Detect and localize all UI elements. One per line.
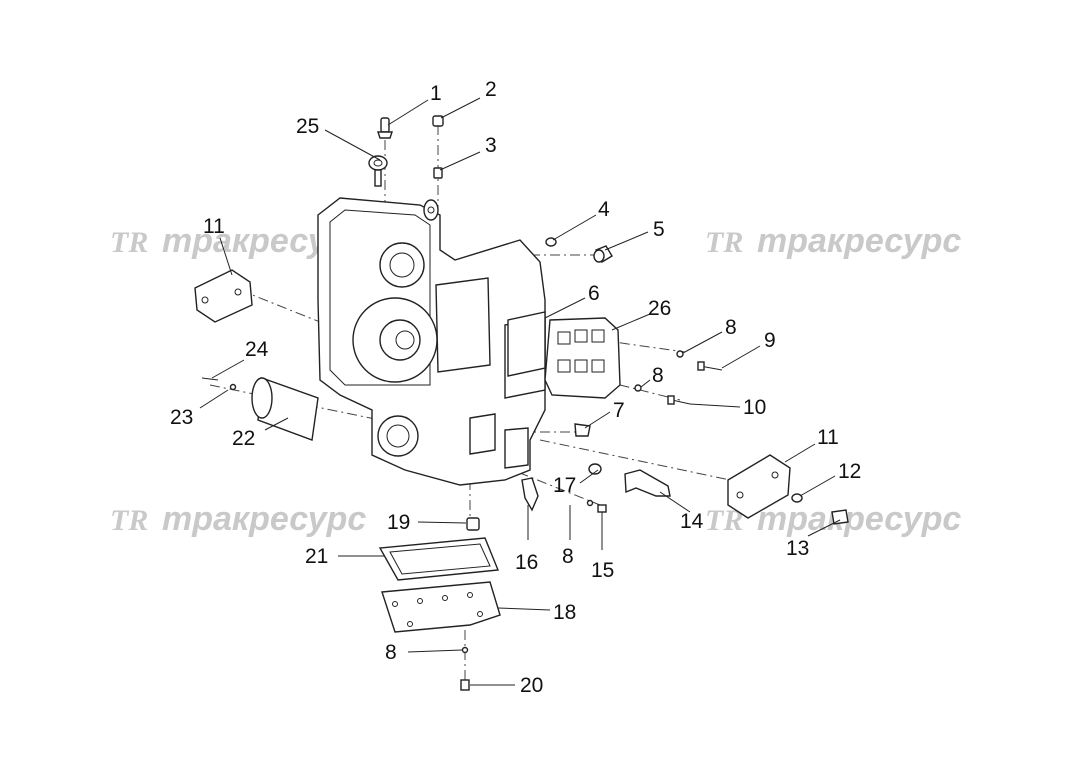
callout-16: 16 [515, 551, 538, 574]
part-6-gasket [507, 311, 546, 377]
part-1-breather [377, 117, 393, 139]
watermark-logo: TR [110, 504, 148, 537]
part-21-gasket [378, 537, 500, 581]
watermark-logo: TR [110, 226, 148, 259]
part-23-washer [229, 383, 237, 391]
part-19-plug [466, 517, 480, 531]
callout-7: 7 [613, 399, 625, 422]
part-24-screw [201, 377, 219, 381]
callout-15: 15 [591, 559, 614, 582]
callout-11: 11 [203, 215, 225, 238]
watermark-text: тракресурс [162, 500, 366, 538]
watermark-text: тракресурс [757, 222, 961, 260]
watermark-bottom-left: TR тракресурс [110, 500, 366, 538]
callout-12: 12 [838, 460, 861, 483]
part-14-hose [624, 469, 671, 497]
part-13-bolt [831, 509, 849, 525]
callout-22: 22 [232, 427, 255, 450]
callout-14: 14 [680, 510, 704, 533]
part-17-o-ring [588, 463, 602, 475]
callout-6: 6 [588, 282, 600, 305]
callout-4: 4 [598, 198, 610, 221]
callout-8: 8 [385, 641, 397, 664]
callout-1: 1 [430, 82, 442, 105]
callout-26: 26 [648, 297, 671, 320]
part-20-bolt [460, 679, 470, 691]
callout-21: 21 [305, 545, 328, 568]
callout-5: 5 [653, 218, 665, 241]
callout-labels: 1 2 3 4 5 6 7 8 8 8 8 9 10 11 11 12 13 1… [170, 78, 861, 697]
part-11-bracket-left [194, 269, 253, 323]
part-3-plug [433, 167, 443, 179]
watermark-bottom-right: TR тракресурс [705, 500, 961, 538]
callout-18: 18 [553, 601, 576, 624]
part-25-eyebolt [368, 155, 388, 187]
callout-8: 8 [562, 545, 574, 568]
part-12-washer [791, 493, 803, 503]
part-9-bolt [697, 361, 723, 371]
callout-11: 11 [817, 426, 839, 449]
callout-25: 25 [296, 115, 319, 138]
callout-10: 10 [743, 396, 766, 419]
callout-3: 3 [485, 134, 497, 157]
part-16-clip [521, 477, 539, 512]
callout-13: 13 [786, 537, 809, 560]
watermark-logo: TR [705, 226, 743, 259]
part-18-oil-pan [381, 581, 501, 633]
control-valve-block [544, 317, 621, 399]
callout-9: 9 [764, 329, 776, 352]
callout-8: 8 [652, 364, 664, 387]
watermark-text: тракресурс [757, 500, 961, 538]
leader-lines [199, 97, 841, 686]
part-5-fitting [593, 245, 613, 263]
part-10-bolt [667, 395, 691, 405]
part-15-screw [597, 504, 607, 513]
part-8-washers [461, 350, 684, 654]
callout-19: 19 [387, 511, 410, 534]
callout-24: 24 [245, 338, 269, 361]
callout-17: 17 [553, 474, 576, 497]
part-2-plug [432, 115, 444, 127]
part-22-sleeve [251, 377, 319, 441]
callout-2: 2 [485, 78, 497, 101]
watermark-top-right: TR тракресурс [705, 222, 961, 260]
callout-20: 20 [520, 674, 543, 697]
callout-8: 8 [725, 316, 737, 339]
part-11-bracket-right [727, 454, 791, 519]
callout-23: 23 [170, 406, 193, 429]
